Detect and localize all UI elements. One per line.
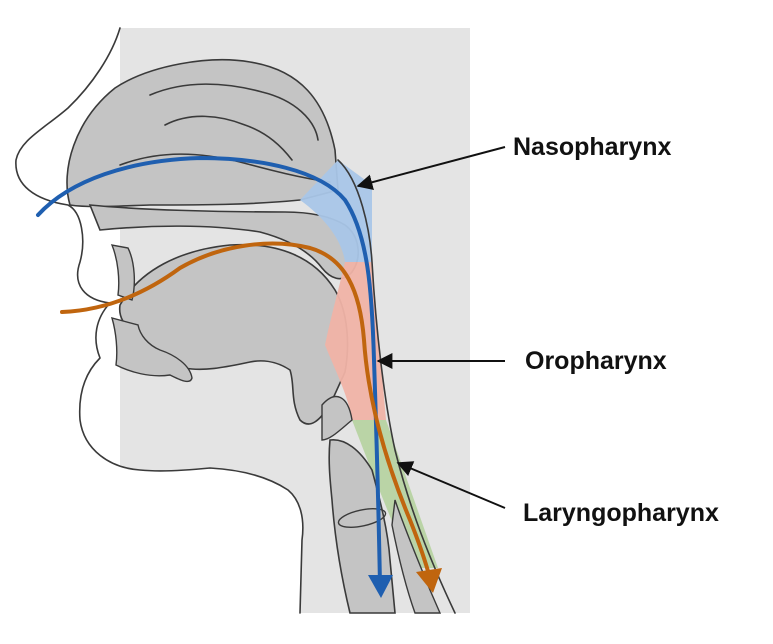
food-pathway [60,241,432,580]
label-nasopharynx: Nasopharynx [513,133,671,161]
food-arrow-icon [416,568,442,593]
turbinate-upper [149,83,319,141]
laryngopharynx-leader [396,461,506,509]
label-oropharynx: Oropharynx [525,347,667,375]
air-pathway [36,155,382,587]
nasal-cavity [66,59,339,208]
epiglottis [321,395,353,441]
face-profile-outline [15,27,304,614]
turbinate-middle [164,115,293,161]
head-silhouette [0,28,303,613]
upper-teeth [110,244,136,301]
turbinate-lower [119,153,331,183]
label-laryngopharynx: Laryngopharynx [523,499,719,527]
vocal-fold [337,508,387,528]
nasopharynx-leader [356,146,506,191]
esophagus [391,499,442,614]
laryngopharynx-region [352,420,438,568]
nasopharynx-region [300,160,372,262]
lower-teeth [110,317,193,383]
pharyngeal-wall [337,159,456,614]
air-arrow-icon [368,575,393,598]
